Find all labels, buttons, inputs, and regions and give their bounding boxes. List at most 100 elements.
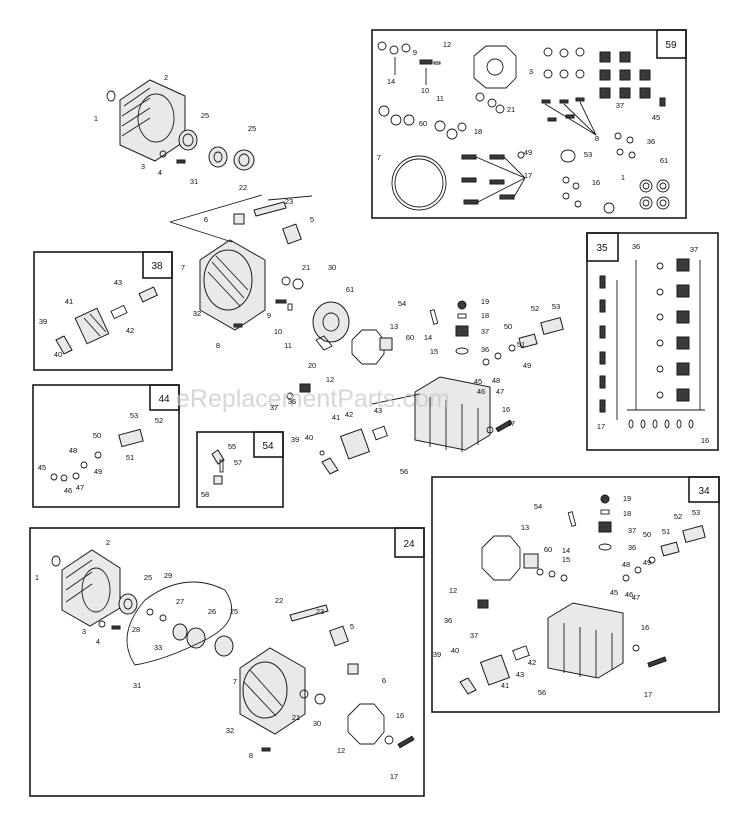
callout-main-1: 1 xyxy=(94,114,98,123)
callout-box34-13: 13 xyxy=(521,523,529,532)
callout-box59-53: 53 xyxy=(584,150,592,159)
callout-main-10: 10 xyxy=(274,327,282,336)
callout-main-22: 22 xyxy=(239,183,247,192)
callout-main-61: 61 xyxy=(346,285,354,294)
callout-main-18: 18 xyxy=(481,311,489,320)
callout-box24-5: 5 xyxy=(350,622,354,631)
callout-box35-37: 37 xyxy=(690,245,698,254)
callout-main-32: 32 xyxy=(193,309,201,318)
callout-main-11: 11 xyxy=(284,341,292,350)
callout-box54-57: 57 xyxy=(234,458,242,467)
callout-box24-32: 32 xyxy=(226,726,234,735)
callout-box34-54: 54 xyxy=(534,502,542,511)
callout-box24-26: 26 xyxy=(208,607,216,616)
callout-box59-49: 49 xyxy=(524,148,532,157)
callout-box59-11: 11 xyxy=(436,94,444,103)
callout-box24-7: 7 xyxy=(233,677,237,686)
main-assembly xyxy=(106,79,564,475)
callout-box24-8: 8 xyxy=(249,751,253,760)
callout-main-50: 50 xyxy=(504,322,512,331)
callout-box59-8: 8 xyxy=(595,134,599,143)
callout-main-54: 54 xyxy=(398,299,406,308)
callout-box34-46: 46 xyxy=(625,590,633,599)
callout-box59-12: 12 xyxy=(443,40,451,49)
callout-box59-61: 61 xyxy=(660,156,668,165)
callout-box34-47: 47 xyxy=(632,593,640,602)
callout-main-52: 52 xyxy=(531,304,539,313)
callout-box44-46: 46 xyxy=(64,486,72,495)
callout-main-49: 49 xyxy=(523,361,531,370)
callout-main-43: 43 xyxy=(374,406,382,415)
callout-box34-37: 37 xyxy=(470,631,478,640)
callout-box34-37: 37 xyxy=(628,526,636,535)
callout-box34-36: 36 xyxy=(628,543,636,552)
inset-box-35: 35 xyxy=(586,232,719,451)
box54-parts xyxy=(211,449,225,485)
callout-box24-6: 6 xyxy=(382,676,386,685)
callout-box34-43: 43 xyxy=(516,670,524,679)
callout-main-42: 42 xyxy=(345,410,353,419)
callout-box34-42: 42 xyxy=(528,658,536,667)
callout-box34-36: 36 xyxy=(444,616,452,625)
callout-box24-1: 1 xyxy=(35,573,39,582)
callout-box34-52: 52 xyxy=(674,512,682,521)
callout-box59-1: 1 xyxy=(621,173,625,182)
callout-box44-45: 45 xyxy=(38,463,46,472)
callout-box34-19: 19 xyxy=(623,494,631,503)
box-label-38: 38 xyxy=(151,261,163,272)
box-label-34: 34 xyxy=(698,486,710,497)
callout-main-47: 47 xyxy=(496,387,504,396)
callout-main-45: 45 xyxy=(474,377,482,386)
callout-main-25: 25 xyxy=(248,124,256,133)
callout-box35-16: 16 xyxy=(701,436,709,445)
callout-box38-43: 43 xyxy=(114,278,122,287)
box44-parts xyxy=(50,428,144,482)
inset-box-38: 38 xyxy=(33,251,173,371)
callout-box24-12: 12 xyxy=(337,746,345,755)
callout-box24-21: 21 xyxy=(292,713,300,722)
callout-main-15: 15 xyxy=(430,347,438,356)
callout-box24-28: 28 xyxy=(132,625,140,634)
callout-box34-50: 50 xyxy=(643,530,651,539)
callout-main-41: 41 xyxy=(332,413,340,422)
callout-main-12: 12 xyxy=(326,375,334,384)
callout-box34-45: 45 xyxy=(610,588,618,597)
callout-box59-18: 18 xyxy=(474,127,482,136)
callout-box34-14: 14 xyxy=(562,546,570,555)
callout-box34-48: 48 xyxy=(622,560,630,569)
callout-box34-41: 41 xyxy=(501,681,509,690)
box-label-59: 59 xyxy=(665,40,677,51)
callout-main-51: 51 xyxy=(517,340,525,349)
callout-box35-36: 36 xyxy=(632,242,640,251)
callout-main-36: 36 xyxy=(481,345,489,354)
callout-box44-52: 52 xyxy=(155,416,163,425)
callout-box24-3: 3 xyxy=(82,627,86,636)
callout-main-53: 53 xyxy=(552,302,560,311)
callout-box44-50: 50 xyxy=(93,431,101,440)
callout-box24-31: 31 xyxy=(133,681,141,690)
callout-box44-47: 47 xyxy=(76,483,84,492)
callout-main-6: 6 xyxy=(204,215,208,224)
callout-main-36: 36 xyxy=(288,397,296,406)
box34-parts xyxy=(459,494,706,695)
box-label-24: 24 xyxy=(403,539,415,550)
inset-box-24: 24 xyxy=(29,527,425,797)
callout-box59-3: 3 xyxy=(529,67,533,76)
callout-box34-53: 53 xyxy=(692,508,700,517)
callouts-box35: 36 37 17 16 xyxy=(597,242,709,445)
callout-box38-41: 41 xyxy=(65,297,73,306)
callout-box24-25: 25 xyxy=(144,573,152,582)
callout-box35-17: 17 xyxy=(597,422,605,431)
callout-box24-17: 17 xyxy=(390,772,398,781)
callout-box54-55: 55 xyxy=(228,442,236,451)
callout-main-40: 40 xyxy=(305,433,313,442)
callout-main-20: 20 xyxy=(308,361,316,370)
